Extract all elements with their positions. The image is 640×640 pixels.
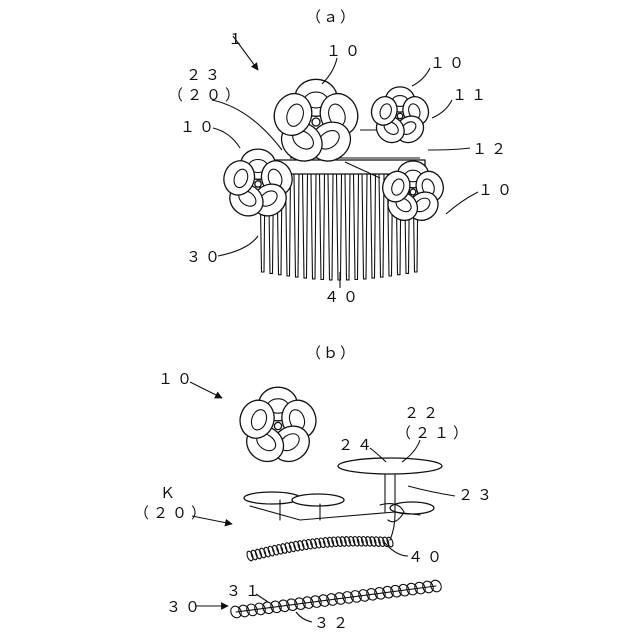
flower-a-right-top [368,87,432,148]
label-30: ３０ [186,248,224,266]
label-b-23: ２３ [458,486,496,504]
leader-10d [446,192,478,214]
coil-40-turn [309,538,317,549]
plate-left [244,492,300,504]
coil-40-turn [314,538,322,549]
leader-12 [428,148,470,150]
comb-a-tooth [320,174,325,280]
coil-40-turn [297,540,305,551]
label-b-31: ３１ [226,582,264,600]
coil-40-turn [271,545,279,556]
figure-a: （ａ） １ １０ １０ １１ １２ ２３ （２０） １０ １０ ３０ [168,8,516,306]
coil-40-turn [246,550,254,561]
label-10a: １０ [326,42,364,60]
base-k [244,458,442,522]
coil-40-turn [254,548,262,559]
comb-b-spine [236,586,436,612]
coil-40-turn [288,541,296,552]
leader-10b [412,68,430,86]
coil-40-turn [276,544,284,555]
comb-a-tooth [311,174,316,279]
flower-b-single-center [274,422,281,429]
label-b-24: ２４ [338,436,376,454]
flower-a-left-center [255,181,261,187]
flower-b-single [235,387,321,468]
comb-a-tooth [371,174,376,278]
flower-a-center-center [312,118,320,126]
coil-40-turn [293,541,301,552]
label-b-20: （２０） [134,504,210,522]
comb-a-tooth [337,174,342,280]
leader-b-32 [296,612,312,622]
leader-b-23 [408,486,455,496]
comb-a-tooth [362,174,367,279]
label-b-30: ３０ [166,598,204,616]
coil-40-turn [301,539,309,550]
label-b-21: （２１） [396,424,472,442]
label-10b: １０ [430,54,468,72]
label-10c: １０ [180,118,218,136]
label-b-32: ３２ [314,614,352,632]
label-b-22: ２２ [404,404,442,422]
comb-a-tooth [345,174,350,280]
leader-23 [212,100,282,150]
comb-a-tooth [303,174,308,278]
comb-a-tooth [294,174,299,277]
figure-b-caption: （ｂ） [306,344,357,362]
label-b-k: Ｋ [160,484,179,502]
coil-40-turn [305,539,313,550]
label-10d: １０ [478,181,516,199]
comb-a-tooth [328,174,333,280]
figure-a-caption: （ａ） [306,8,357,26]
flower-a-center [269,79,363,169]
figure-b: （ｂ） １０ ２２ （２１） ２４ ２３ Ｋ [134,344,496,632]
coil-40-turn [318,537,326,548]
plate-mid [292,494,344,506]
coil-40 [246,514,395,562]
leader-11 [432,100,452,118]
label-b-40: ４０ [408,548,446,566]
plate-22 [338,458,442,474]
label-11: １１ [452,86,490,104]
coil-40-turn [267,546,275,557]
label-1: １ [228,30,247,48]
coil-40-end [390,514,395,540]
coil-40-turn [259,547,267,558]
coil-40-turn [284,542,292,553]
label-40: ４０ [324,288,362,306]
coil-40-turn [280,543,288,554]
flower-b [235,387,321,468]
label-20: （２０） [168,86,244,104]
comb-a-tooth [354,174,359,280]
coil-40-turn [263,547,271,558]
coil-40-turn [331,536,339,547]
flowers-a [219,79,447,226]
label-23: ２３ [186,66,224,84]
label-12: １２ [472,140,510,158]
label-b-10: １０ [158,370,196,388]
coil-40-turn [250,549,258,560]
flower-a-right-top-center [397,113,402,118]
flower-a-right-bottom-center [410,189,416,195]
